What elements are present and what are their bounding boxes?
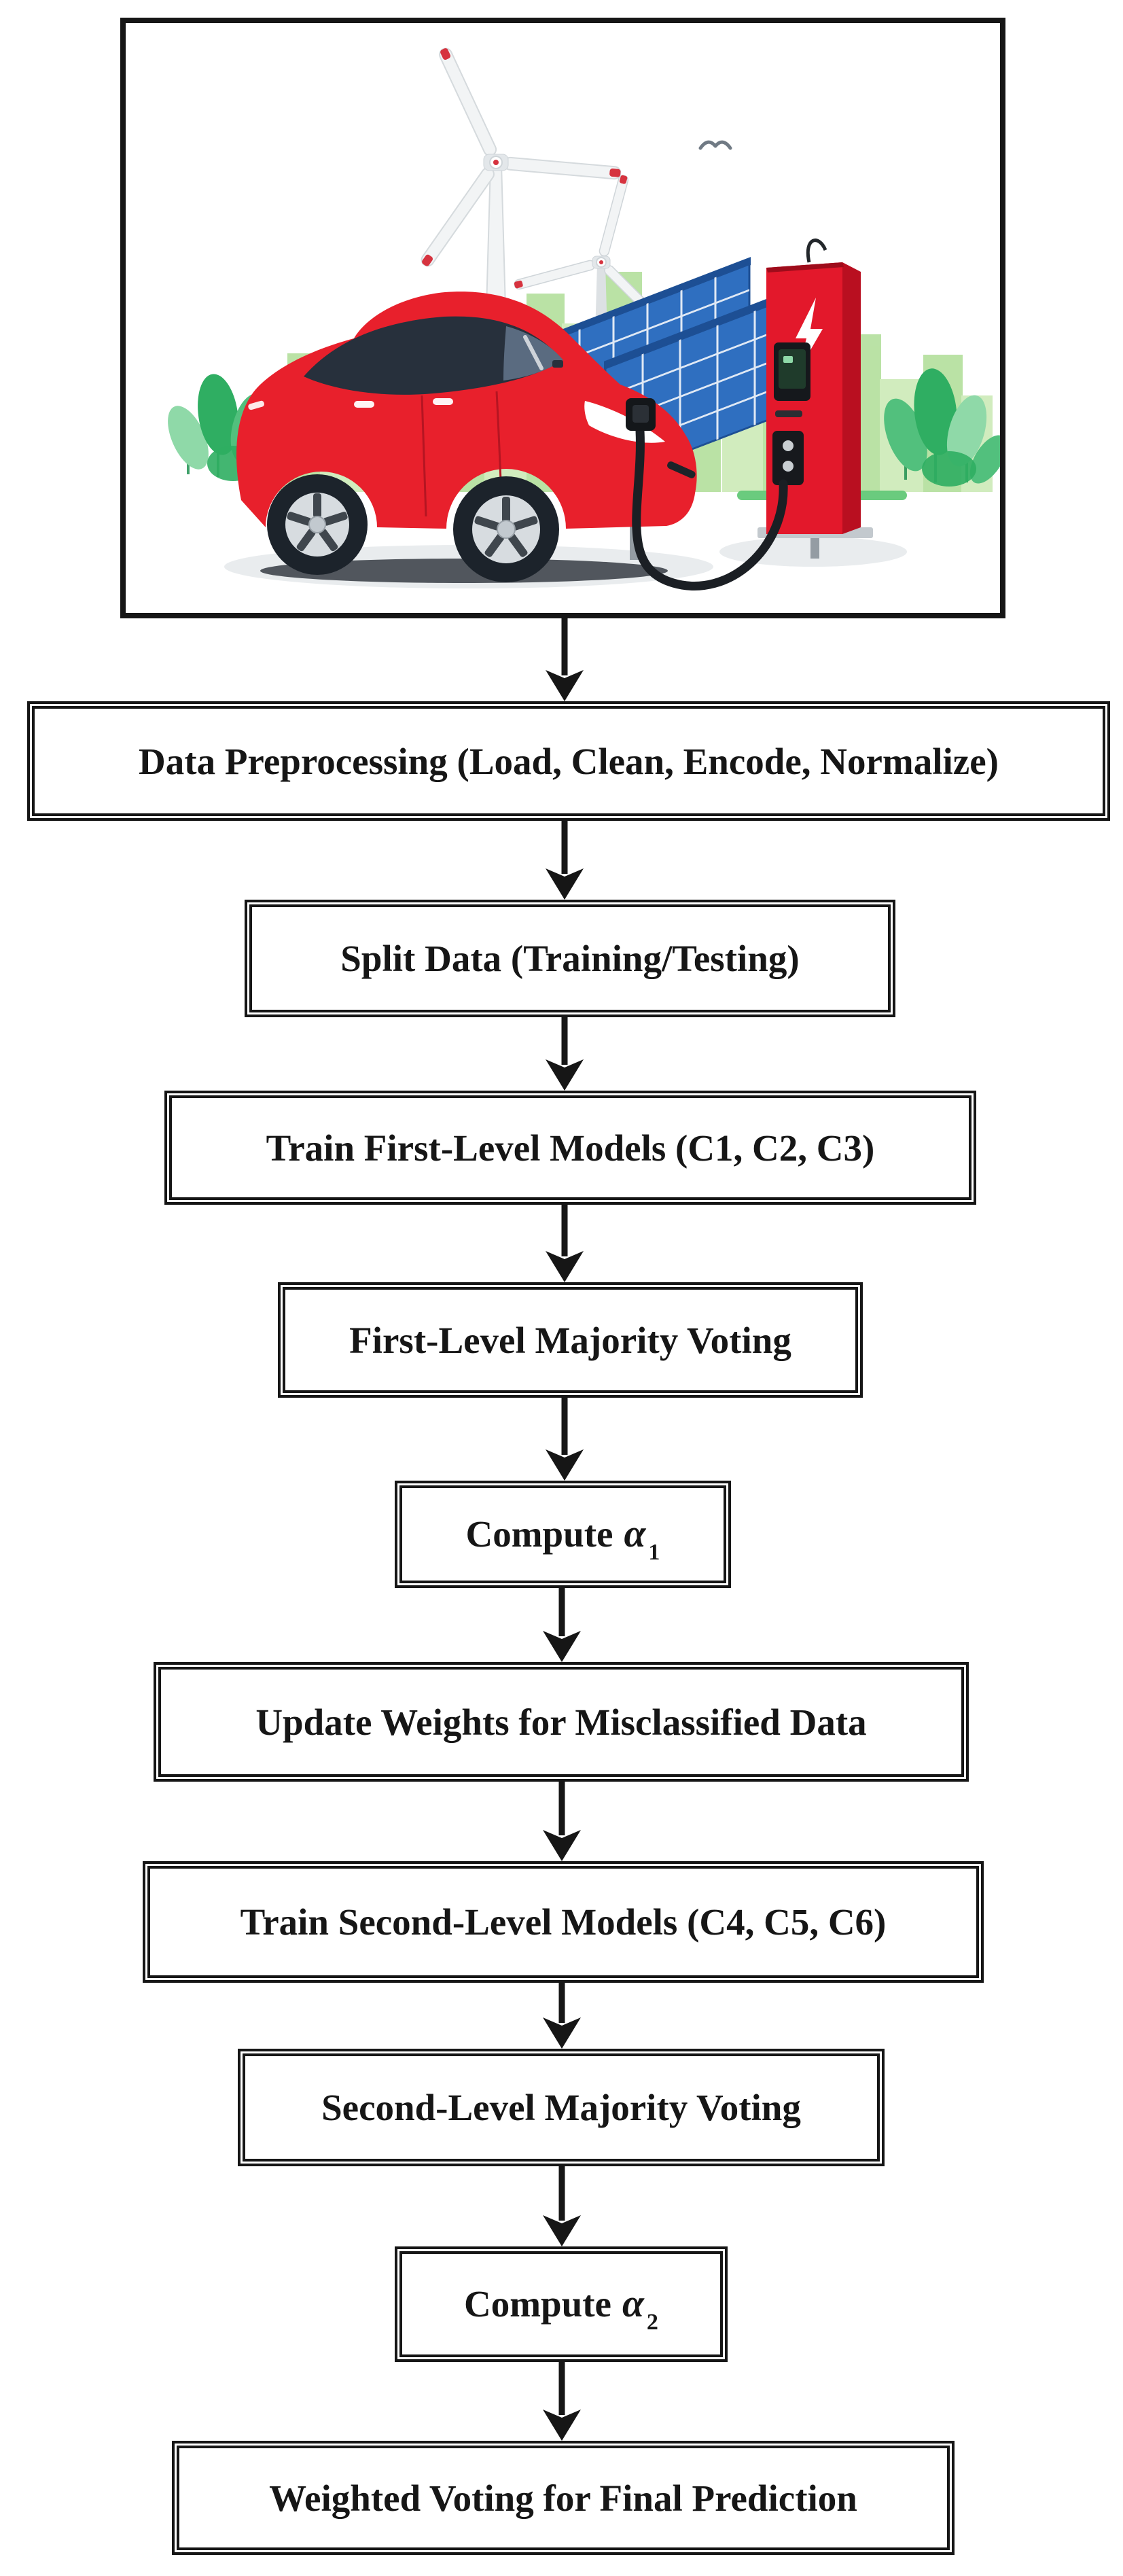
node-label: Train First-Level Models (C1, C2, C3) [266,1127,875,1169]
arrow-shaft [561,616,568,675]
down-arrow-10 [542,2362,582,2441]
arrow-shaft [558,1983,565,2023]
down-arrow-5 [545,1398,584,1481]
arrow-shaft [558,1782,565,1835]
bush-right [884,368,1000,487]
down-arrow-2 [545,821,584,900]
down-arrow-6 [542,1588,582,1662]
alpha-symbol: α [622,2282,644,2326]
node-second-level-voting: Second-Level Majority Voting [238,2049,885,2166]
ev-illustration-frame [120,18,1005,618]
node-train-first-level: Train First-Level Models (C1, C2, C3) [164,1091,976,1205]
alpha-subscript: 1 [648,1539,660,1565]
node-first-level-voting: First-Level Majority Voting [278,1282,863,1398]
node-label: Train Second-Level Models (C4, C5, C6) [240,1901,887,1943]
alpha-symbol: α [624,1513,646,1556]
node-update-weights: Update Weights for Misclassified Data [154,1662,969,1782]
arrow-shaft [561,1398,568,1455]
node-data-preprocessing: Data Preprocessing (Load, Clean, Encode,… [27,701,1110,821]
node-train-second-level: Train Second-Level Models (C4, C5, C6) [143,1861,984,1983]
compute-word: Compute [464,2283,611,2325]
node-label: Second-Level Majority Voting [321,2087,801,2128]
down-arrow-7 [542,1782,582,1861]
node-split-data: Split Data (Training/Testing) [245,900,895,1017]
node-weighted-voting: Weighted Voting for Final Prediction [172,2441,955,2555]
node-label: Data Preprocessing (Load, Clean, Encode,… [139,740,999,782]
ev-charging-station [757,239,873,538]
down-arrow-1 [545,616,584,701]
down-arrow-8 [542,1983,582,2049]
node-label: First-Level Majority Voting [349,1319,791,1361]
down-arrow-4 [545,1205,584,1282]
node-label: Update Weights for Misclassified Data [255,1701,867,1743]
down-arrow-3 [545,1017,584,1091]
charging-cable [626,398,788,590]
arrow-shaft [558,2166,565,2221]
ev-charging-illustration [168,48,1000,590]
alpha-subscript: 2 [646,2309,658,2335]
lightning-bolt-icon [796,298,823,371]
down-arrow-9 [542,2166,582,2246]
compute-word: Compute [465,1513,613,1555]
node-label: Split Data (Training/Testing) [340,938,800,979]
arrow-shaft [558,1588,565,1636]
node-label: Weighted Voting for Final Prediction [269,2477,857,2519]
arrow-shaft [561,821,568,874]
bird-icon [698,140,732,150]
arrow-shaft [561,1017,568,1065]
red-electric-car [236,292,697,583]
arrow-shaft [558,2362,565,2415]
arrow-shaft [561,1205,568,1256]
